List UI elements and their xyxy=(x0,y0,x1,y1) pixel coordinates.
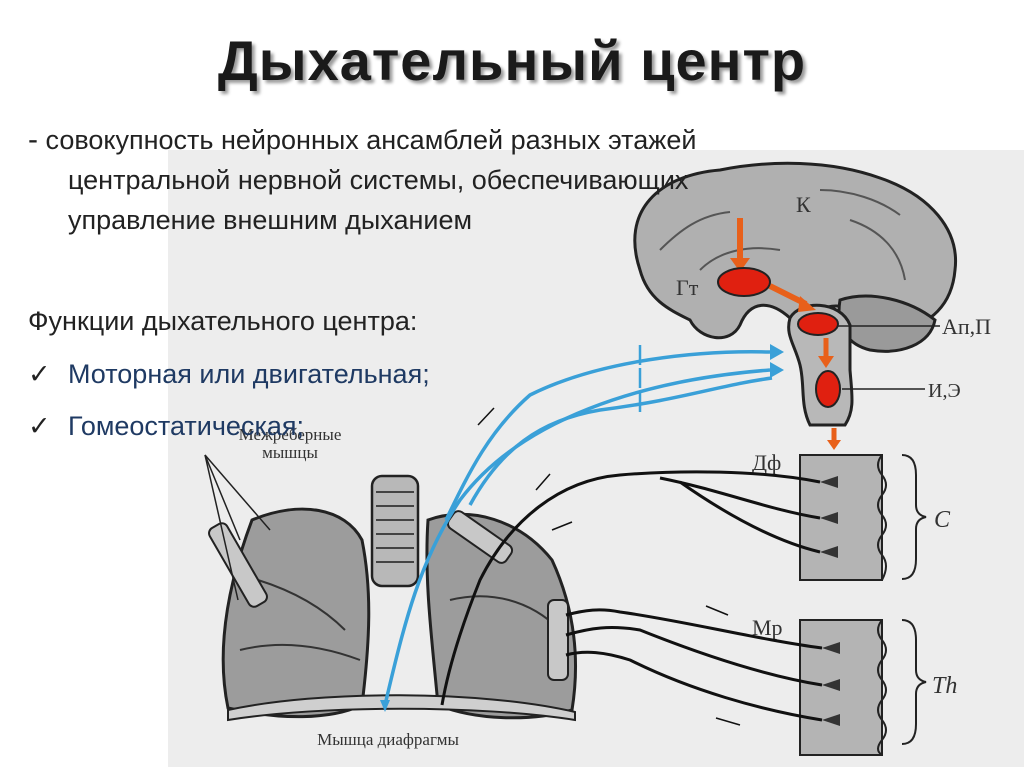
cervical-edge xyxy=(877,454,887,581)
label-df: Дф xyxy=(752,450,781,475)
pons-center xyxy=(797,312,839,336)
functions-title: Функции дыхательного центра: xyxy=(28,306,418,336)
dir-arrow-4 xyxy=(705,605,729,616)
brain-folds xyxy=(659,189,906,281)
direction-arrows xyxy=(477,407,741,726)
left-lung xyxy=(425,512,578,720)
functions-list: ✓ Моторная или двигательная; ✓ Гомеостатич… xyxy=(28,348,430,452)
phrenic-nerve-1 xyxy=(440,470,821,706)
afferent-1 xyxy=(444,350,771,521)
medulla-center xyxy=(815,370,841,408)
slide-title: Дыхательный центр xyxy=(217,29,807,92)
brace-c xyxy=(901,454,927,580)
arrow-head-4 xyxy=(827,440,841,450)
label-k: К xyxy=(796,192,811,217)
intercostal-muscle-3 xyxy=(547,599,569,681)
dir-arrow-5 xyxy=(715,717,741,726)
label-diaphragm: Мышца диафрагмы xyxy=(317,730,459,749)
right-lung xyxy=(221,507,371,719)
afferent-3 xyxy=(468,376,773,506)
dir-arrow-3 xyxy=(551,521,573,531)
check-icon: ✓ xyxy=(28,359,51,389)
afferent-end xyxy=(380,700,390,712)
label-ie: И,Э xyxy=(928,380,961,402)
arrow-head-3 xyxy=(818,356,834,368)
afferent-2 xyxy=(383,368,771,706)
neuron-th3 xyxy=(822,714,840,726)
neuron-th2 xyxy=(822,679,840,691)
definition-line-1: совокупность нейронных ансамблей разных … xyxy=(45,125,697,155)
thoracic-segment xyxy=(799,619,883,756)
afferent-head-1 xyxy=(770,344,784,360)
thoracic-edge xyxy=(877,619,887,756)
dir-arrow-2 xyxy=(535,473,551,491)
function-item-homeostatic: ✓ Гомеостатическая; xyxy=(28,400,430,452)
intercostal-nerve-1 xyxy=(565,608,823,650)
neuron-c2 xyxy=(820,512,838,524)
label-ap: Ап,П xyxy=(942,314,991,339)
brace-th xyxy=(901,619,927,745)
afferent-pathways xyxy=(383,345,773,706)
arrow-head-2 xyxy=(798,296,816,312)
neuron-th1 xyxy=(822,642,840,654)
trachea-rings xyxy=(376,491,414,563)
intercostal-muscle-1 xyxy=(208,522,268,608)
label-intercostal-2: мышцы xyxy=(262,443,318,462)
intercostal-nerve-2 xyxy=(565,626,823,687)
definition: - совокупность нейронных ансамблей разны… xyxy=(28,120,696,240)
function-label: Моторная или двигательная; xyxy=(68,359,430,389)
definition-line-2: центральной нервной системы, обеспечиваю… xyxy=(68,165,689,195)
spinal-cord xyxy=(799,454,927,756)
afferent-head-2 xyxy=(770,362,784,378)
hypothalamus-center xyxy=(717,267,771,297)
label-c: C xyxy=(934,507,951,533)
arrow-head-1 xyxy=(730,258,750,272)
intercostal-nerve-3 xyxy=(565,650,823,722)
leader-ic-3 xyxy=(204,454,239,601)
label-gt: Гт xyxy=(676,275,699,300)
trachea xyxy=(370,474,420,588)
phrenic-nerve-3 xyxy=(679,480,821,554)
function-item-motor: ✓ Моторная или двигательная; xyxy=(28,348,430,400)
neuron-c3 xyxy=(820,546,838,558)
label-th: Th xyxy=(932,673,957,699)
leader-ic-1 xyxy=(204,454,241,541)
definition-dash: - xyxy=(28,123,38,156)
dir-arrow-1 xyxy=(477,407,495,426)
cerebrum xyxy=(633,161,958,340)
leader-ic-2 xyxy=(204,454,271,531)
neuron-c1 xyxy=(820,476,838,488)
label-intercostal-1: Межреберные xyxy=(239,425,342,444)
diaphragm xyxy=(227,694,576,722)
brain xyxy=(633,161,958,450)
definition-line-3: управление внешним дыханием xyxy=(68,205,473,235)
efferent-nerves xyxy=(440,470,823,722)
function-label: Гомеостатическая; xyxy=(68,411,304,441)
check-icon: ✓ xyxy=(28,411,51,441)
